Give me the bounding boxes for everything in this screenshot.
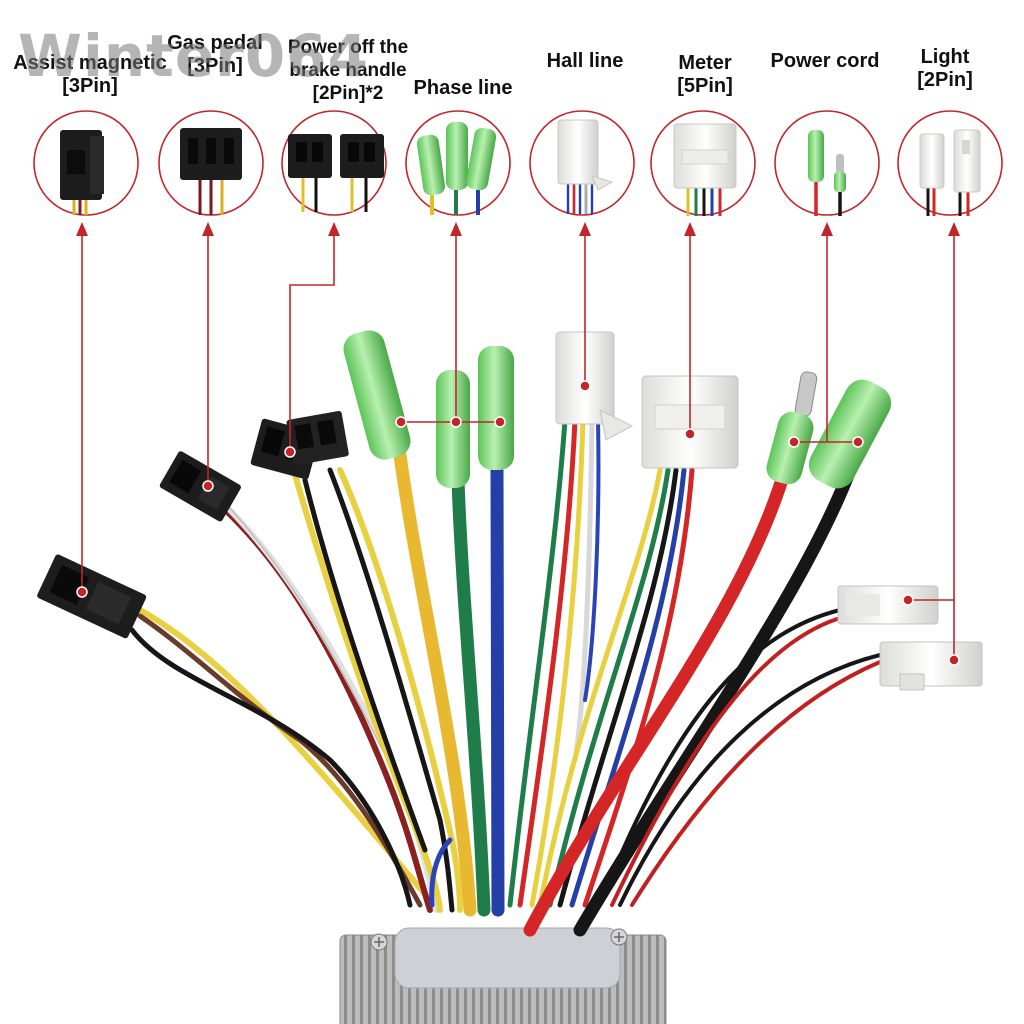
label-phase-line-name: Phase line	[413, 77, 513, 99]
label-light-name: Light	[920, 46, 970, 68]
thumb-hall-line	[529, 110, 635, 216]
label-hall-line-name: Hall line	[546, 50, 624, 72]
pointer-lines	[81, 230, 955, 660]
harness-connectors	[37, 330, 983, 691]
thumb-brake-handle	[281, 110, 387, 216]
sleeve-phase-green	[436, 370, 470, 488]
thumb-gas-pedal	[158, 110, 264, 216]
label-meter-pins: [5Pin]	[677, 75, 733, 97]
label-light-pins: [2Pin]	[917, 69, 973, 91]
label-assist-magnetic-pins: [3Pin]	[62, 75, 118, 97]
thumb-phase-line	[405, 110, 511, 216]
label-brake-handle: Power off the brake handle [2Pin]*2	[268, 36, 428, 105]
label-gas-pedal-name: Gas pedal	[167, 32, 263, 54]
connector-brake-right	[286, 410, 349, 466]
thumb-meter	[650, 110, 756, 216]
connector-power-red	[766, 371, 818, 485]
connector-light-upper	[837, 585, 939, 625]
label-meter: Meter [5Pin]	[655, 52, 755, 98]
label-assist-magnetic: Assist magnetic [3Pin]	[5, 52, 175, 98]
thumb-light	[897, 110, 1003, 216]
thumbnails	[33, 110, 1003, 216]
label-brake-handle-line1: Power off the	[287, 37, 409, 58]
arrow-heads	[76, 222, 960, 236]
connector-gas-pedal	[159, 451, 241, 522]
sleeve-phase-yellow	[343, 330, 411, 460]
label-brake-handle-line2: brake handle	[289, 60, 407, 81]
label-power-cord-name: Power cord	[770, 50, 880, 72]
label-phase-line: Phase line	[398, 77, 528, 100]
sleeve-phase-blue	[478, 346, 514, 470]
label-gas-pedal-pins: [3Pin]	[187, 55, 243, 77]
sleeve-power-black	[808, 379, 892, 489]
connector-hall	[555, 331, 634, 441]
label-hall-line: Hall line	[525, 50, 645, 73]
label-power-cord: Power cord	[755, 50, 895, 73]
watermark: Winter064	[18, 22, 369, 90]
wires	[129, 417, 882, 937]
controller-box	[339, 927, 667, 1024]
thumb-assist-magnetic	[33, 110, 139, 216]
label-meter-name: Meter	[678, 52, 732, 74]
label-gas-pedal: Gas pedal [3Pin]	[160, 32, 270, 78]
thumb-power-cord	[774, 110, 880, 216]
label-light: Light [2Pin]	[895, 46, 995, 92]
pointer-dots	[76, 380, 960, 666]
connector-light-lower	[879, 641, 983, 691]
label-assist-magnetic-name: Assist magnetic	[13, 52, 167, 74]
label-brake-handle-pins: [2Pin]*2	[312, 83, 384, 104]
connector-assist-magnetic	[37, 554, 147, 639]
